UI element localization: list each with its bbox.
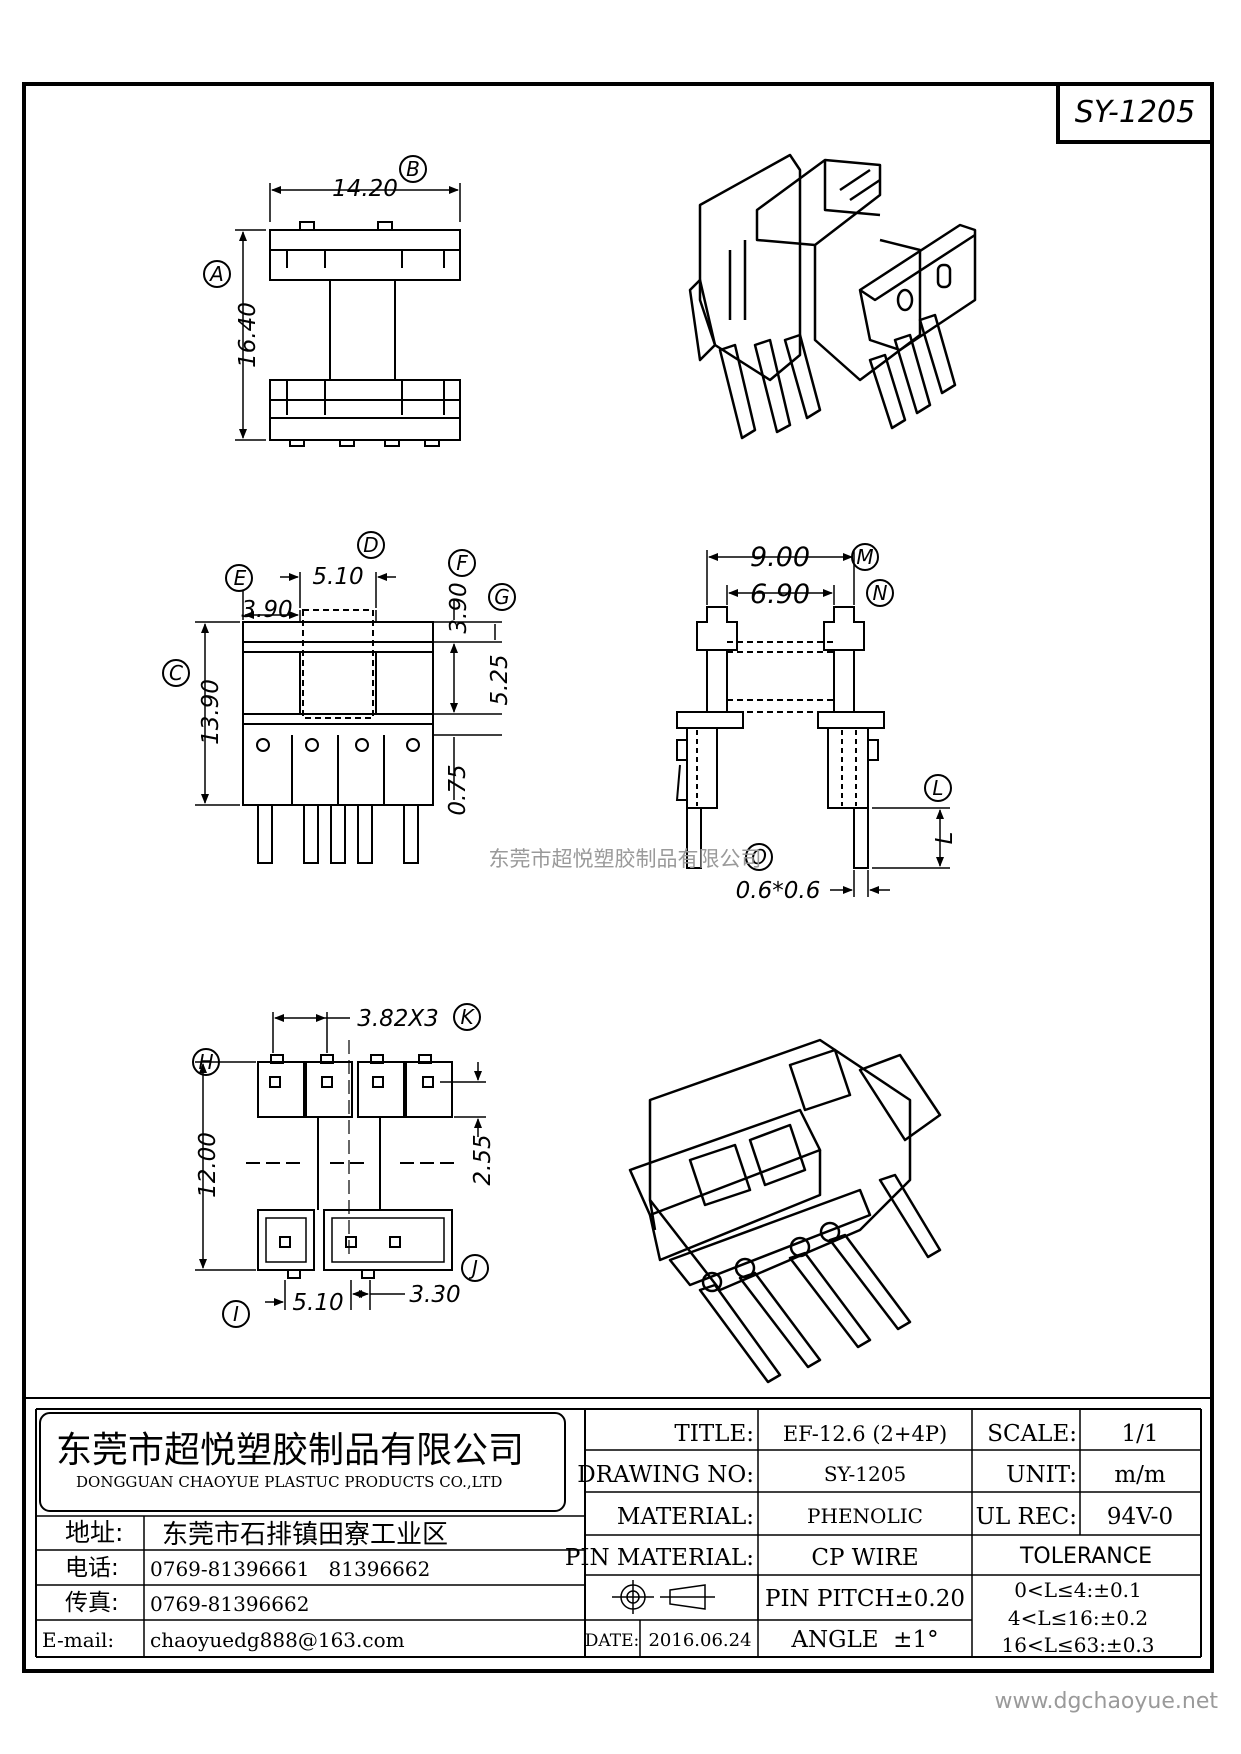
email-label: E-mail: (42, 1628, 114, 1652)
top-view (203, 155, 461, 447)
dim-bottom-12-00: 12.00 (195, 1132, 221, 1198)
material-label: MATERIAL: (617, 1504, 754, 1530)
title-block (24, 1397, 1212, 1658)
scale-label: SCALE: (987, 1421, 1077, 1447)
dim-front-3-90-b: 3.90 (446, 582, 472, 633)
dim-bottom-2-55: 2.55 (470, 1134, 496, 1185)
address-value: 东莞市石排镇田寮工业区 (162, 1520, 448, 1550)
side-view (675, 543, 952, 897)
dim-bottom-5-10: 5.10 (292, 1290, 343, 1316)
dim-bottom-pitch: 3.82X3 (357, 1006, 439, 1032)
dim-front-5-25: 5.25 (487, 654, 513, 705)
bubble-h: H (198, 1050, 213, 1074)
unit-label: UNIT: (1006, 1462, 1077, 1488)
email-value: chaoyuedg888@163.com (150, 1628, 405, 1652)
dim-side-9-00: 9.00 (750, 542, 810, 573)
dim-side-6-90: 6.90 (750, 579, 810, 610)
projection-symbol-icon (612, 1580, 715, 1614)
dim-bottom-3-30: 3.30 (409, 1282, 460, 1308)
angle-text: ANGLE ±1° (790, 1627, 938, 1653)
pin-material-value: CP WIRE (811, 1545, 918, 1571)
bubble-f: F (456, 551, 468, 575)
title-value: EF-12.6 (2+4P) (783, 1422, 947, 1446)
tolerance-label: TOLERANCE (1019, 1544, 1152, 1569)
bubble-b: B (406, 157, 420, 181)
ul-rec-value: 94V-0 (1107, 1504, 1173, 1530)
date-value: 2016.06.24 (648, 1630, 751, 1651)
tolerance-row-3: 16<L≤63:±0.3 (1002, 1633, 1155, 1657)
bubble-o: O (751, 845, 767, 869)
scale-value: 1/1 (1121, 1421, 1158, 1447)
bubble-d: D (363, 533, 378, 557)
isometric-view-bottom (628, 1038, 942, 1384)
address-label: 地址: (65, 1518, 123, 1547)
tolerance-row-1: 0<L≤4:±0.1 (1014, 1578, 1142, 1602)
bubble-l: L (932, 776, 943, 800)
bubble-m: M (856, 545, 873, 569)
ul-rec-label: UL REC: (976, 1504, 1077, 1530)
fax-value: 0769-81396662 (150, 1592, 309, 1616)
date-label: DATE: (585, 1631, 639, 1651)
front-view (162, 531, 516, 864)
drawing-no-value: SY-1205 (824, 1462, 906, 1486)
part-number-text: SY-1205 (1075, 95, 1195, 130)
bubble-c: C (169, 661, 183, 685)
bubble-a: A (208, 262, 224, 286)
website-text: www.dgchaoyue.net (995, 1689, 1219, 1714)
bottom-view (192, 1003, 489, 1328)
phone-label: 电话: (65, 1555, 119, 1581)
tolerance-row-2: 4<L≤16:±0.2 (1008, 1606, 1148, 1630)
label-side-l: L (932, 832, 958, 845)
fax-label: 传真: (65, 1590, 119, 1616)
part-number-box: SY-1205 (1056, 82, 1214, 144)
dim-front-5-10: 5.10 (312, 564, 363, 590)
dim-front-3-90-a: 3.90 (241, 597, 292, 623)
bubble-g: G (494, 585, 510, 609)
unit-value: m/m (1114, 1462, 1166, 1488)
dim-top-width: 14.20 (332, 176, 398, 202)
dim-front-13-90: 13.90 (198, 679, 224, 745)
title-label: TITLE: (674, 1421, 754, 1447)
phone-value: 0769-81396661 81396662 (150, 1557, 430, 1581)
bubble-e: E (234, 566, 247, 590)
bubble-j: J (468, 1256, 478, 1280)
drawing-no-label: DRAWING NO: (577, 1462, 754, 1488)
dim-top-height: 16.40 (235, 302, 261, 368)
pin-material-label: PIN MATERIAL: (565, 1545, 754, 1571)
company-name-cn: 东莞市超悦塑胶制品有限公司 (56, 1430, 524, 1471)
company-name-en: DONGGUAN CHAOYUE PLASTUC PRODUCTS CO.,LT… (76, 1473, 502, 1491)
dim-side-pin: 0.6*0.6 (736, 878, 821, 904)
bubble-i: I (233, 1302, 239, 1326)
bubble-k: K (460, 1005, 475, 1029)
dim-front-0-75: 0.75 (445, 764, 471, 815)
pin-pitch-text: PIN PITCH±0.20 (765, 1586, 965, 1612)
material-value: PHENOLIC (807, 1504, 923, 1528)
bubble-n: N (873, 581, 888, 605)
watermark-text: 东莞市超悦塑胶制品有限公司 (489, 847, 762, 871)
drawing-frame (22, 82, 1214, 1673)
isometric-view-top (688, 153, 977, 440)
